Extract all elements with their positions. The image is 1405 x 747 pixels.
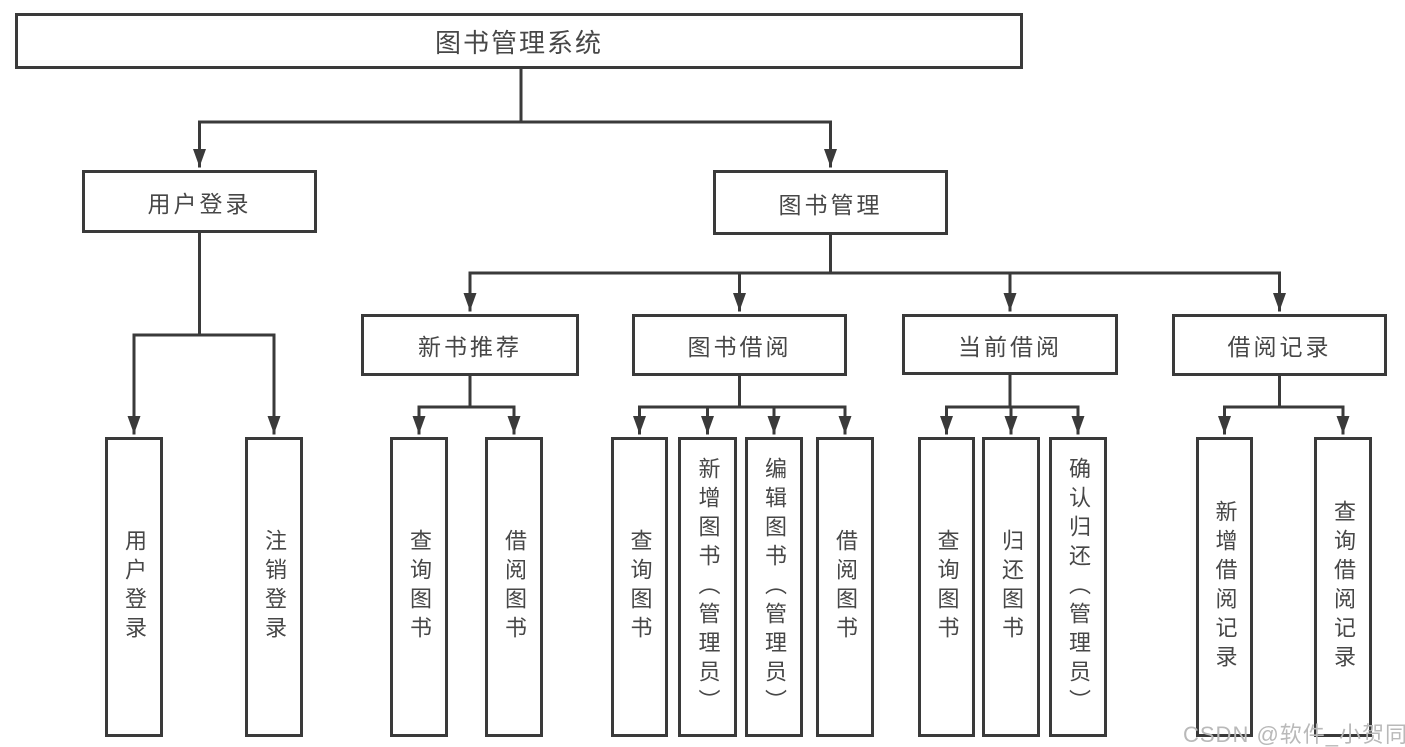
node-label: 图书管理系统 — [434, 27, 603, 58]
csdn-watermark: CSDN @软件_小贺同学 — [1183, 722, 1405, 747]
node-label: 图书管理 — [778, 191, 883, 218]
node-label: 用户登录 — [122, 529, 147, 645]
node-label: 注销登录 — [262, 529, 287, 645]
node-current-borrowing: 当前借阅 — [902, 314, 1118, 375]
node-book-management: 图书管理 — [713, 170, 948, 235]
node-new-book-recommend: 新书推荐 — [361, 314, 579, 376]
node-label: 查询图书 — [627, 529, 653, 645]
leaf-query-books-current: 查询图书 — [918, 437, 975, 737]
node-borrowing-records: 借阅记录 — [1172, 314, 1387, 376]
leaf-confirm-return-admin: 确认归还（管理员） — [1049, 437, 1107, 737]
node-label: 当前借阅 — [958, 333, 1062, 360]
leaf-edit-books-admin: 编辑图书（管理员） — [745, 437, 803, 737]
node-label: 编辑图书（管理员） — [762, 456, 787, 718]
node-label: 借阅图书 — [502, 529, 527, 645]
node-label: 查询图书 — [934, 529, 960, 645]
node-label: 新书推荐 — [418, 334, 522, 360]
node-label: 借阅记录 — [1227, 334, 1332, 360]
leaf-add-borrow-record: 新增借阅记录 — [1196, 437, 1253, 737]
node-label: 新增图书（管理员） — [695, 456, 721, 718]
leaf-add-books-admin: 新增图书（管理员） — [678, 437, 737, 737]
node-user-login: 用户登录 — [82, 170, 317, 233]
leaf-query-books-recommend: 查询图书 — [390, 437, 448, 737]
leaf-borrow-books-recommend: 借阅图书 — [485, 437, 543, 737]
node-label: 借阅图书 — [833, 529, 858, 645]
node-book-borrowing: 图书借阅 — [632, 314, 847, 376]
leaf-query-borrow-record: 查询借阅记录 — [1314, 437, 1372, 737]
leaf-borrow-books: 借阅图书 — [816, 437, 874, 737]
node-label: 归还图书 — [999, 529, 1024, 645]
node-label: 新增借阅记录 — [1212, 500, 1238, 674]
leaf-logout: 注销登录 — [245, 437, 303, 737]
node-label: 确认归还（管理员） — [1066, 456, 1091, 718]
node-label: 图书借阅 — [687, 334, 792, 360]
leaf-user-login: 用户登录 — [105, 437, 163, 737]
node-label: 用户登录 — [147, 190, 252, 217]
node-label: 查询图书 — [407, 529, 432, 645]
node-label: 查询借阅记录 — [1331, 500, 1356, 674]
leaf-return-books: 归还图书 — [982, 437, 1040, 737]
node-library-system: 图书管理系统 — [15, 13, 1023, 69]
leaf-query-books-borrow: 查询图书 — [611, 437, 668, 737]
